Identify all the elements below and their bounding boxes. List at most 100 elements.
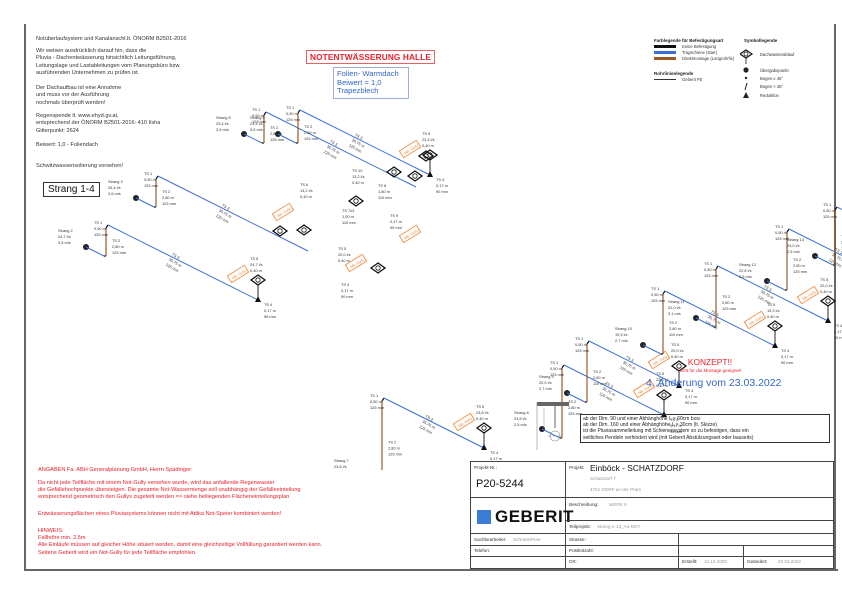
engineer-value: Schrank/Peer xyxy=(513,537,541,542)
legend-item: Geberit PE xyxy=(654,76,702,82)
label-text: 23,4 l/s xyxy=(422,137,435,142)
label-text: 125 mm xyxy=(793,269,807,274)
ts5-label: TS 520,0 l/s0,40 m xyxy=(338,246,351,263)
label-text: 90 mm xyxy=(685,400,697,405)
revision-note: 4. Änderung vom 23.03.2022 xyxy=(646,377,782,389)
note-line: Gitterpunkt: 2624 xyxy=(36,127,79,134)
pipe-segment xyxy=(642,344,662,355)
tag-box xyxy=(743,310,767,330)
label-text: TS 1 xyxy=(575,336,583,341)
pipe-segment xyxy=(299,109,431,176)
red-note-2: Entwässerungsflächen eines Pluviasystems… xyxy=(38,511,282,517)
pipe-segment xyxy=(383,397,485,449)
pipe-segment xyxy=(588,340,680,387)
label-text: 35,75 m xyxy=(168,257,183,268)
emergency-gully-tag: NB- Gully xyxy=(796,285,820,305)
hinweis-line: Seitens Geberit wird ein Not-Gully für j… xyxy=(38,549,197,556)
roof-drain-icon xyxy=(819,295,837,307)
emergency-gully-tag: NB- Gully xyxy=(226,264,250,284)
label-text: 125 mm xyxy=(651,298,665,303)
modified-date: 23.03.2022 xyxy=(778,559,801,564)
project-cell: Projekt: Einböck - SCHATZDORF Schatzdorf… xyxy=(566,462,833,498)
red-note-line: Da nicht jede Teilfläche mit einem Not-G… xyxy=(38,480,275,486)
label-text: TS 5 xyxy=(671,342,679,347)
pipe-segment xyxy=(135,197,155,208)
label-text: 0,50 m xyxy=(94,226,106,231)
description-cell: Beschreibung: WERK II xyxy=(566,498,833,521)
pipe-segment xyxy=(566,392,586,403)
note-line: entsprechend der ÖNORM B2501-2016: 410 l… xyxy=(36,120,161,127)
drawing-frame xyxy=(24,24,838,571)
label-text: TS 4 xyxy=(436,177,445,182)
label-text: 0,50 m xyxy=(286,111,298,116)
note-line: Leitungslage und Lastableitungen vom Pla… xyxy=(36,62,181,69)
bend xyxy=(297,109,301,114)
label-text: 2,7 m/s xyxy=(615,338,628,343)
label-text: 0,17 m xyxy=(781,354,793,359)
label-text: 125 mm xyxy=(162,201,176,206)
pipe-segment xyxy=(664,290,776,347)
label-text: 0,50 m xyxy=(550,366,562,371)
label-text: TS 2 xyxy=(388,440,396,445)
bend xyxy=(662,290,666,295)
symbol-label: Übergabepunkt xyxy=(760,68,789,73)
roof-drain-icon xyxy=(375,265,381,271)
tag-box xyxy=(271,202,295,222)
emergency-gully-tag: NB- Gully xyxy=(452,412,476,432)
label-text: 125 mm xyxy=(144,183,158,188)
strang-label: Strang 523,4 l/s3,5 m/s xyxy=(250,115,265,132)
brand-name: GEBERIT xyxy=(495,507,575,526)
bend xyxy=(561,364,565,369)
label-text: 20,0 l/s xyxy=(338,252,351,257)
label-text: TS 3 xyxy=(329,139,339,147)
roof-drain-icon xyxy=(417,150,435,162)
label-text: TS 5 xyxy=(338,246,346,251)
label-text: 0,17 m xyxy=(670,423,682,428)
legend-title: Farblegende für Befestigungsart xyxy=(654,38,724,43)
label-text: 35,75 m xyxy=(218,208,233,219)
pipe-segment xyxy=(243,133,263,144)
label-text: 0,40 m xyxy=(767,314,779,319)
label-text: 0,50 m xyxy=(575,342,587,347)
info-line: ab der Dim. 160 und einer Abhänghöhe L >… xyxy=(583,422,717,429)
emergency-gully-tag: NB- Gully xyxy=(398,224,422,244)
label-text: TS 1 xyxy=(550,360,558,365)
label-text: 20,0 l/s xyxy=(671,348,684,353)
ts4-label: TS 40,17 m90 mm xyxy=(781,348,793,365)
label-text: TS 3 xyxy=(834,247,842,255)
note-paragraph-2: Der Dachaufbau ist eine Annahme und muss… xyxy=(36,85,121,107)
ts5-label: TS 523,8 l/s0,40 m xyxy=(476,404,489,421)
label-text: 0,17 m xyxy=(436,183,448,188)
project-number-cell: Projekt-Nr.: P20-5244 xyxy=(471,462,566,498)
label-text: TS 4 xyxy=(341,282,350,287)
label-text: 0,40 m xyxy=(422,143,434,148)
label-text: 19,3 l/s xyxy=(767,308,780,313)
label-text: 0,17 m xyxy=(490,456,502,461)
bend xyxy=(381,397,385,402)
tag-box xyxy=(796,285,820,305)
label-text: Strang 5 xyxy=(250,115,265,120)
subproject-value: Strang 1-13_A4-NOT xyxy=(597,524,641,529)
title-block: Projekt-Nr.: P20-5244 Projekt: Einböck -… xyxy=(470,461,834,569)
label-text: 110 mm xyxy=(342,220,356,225)
roof-drain-icon xyxy=(481,425,487,431)
label-text: TS 3 xyxy=(221,203,231,211)
label-text: 125 mm xyxy=(165,262,180,273)
tag-text: NB- Gully xyxy=(232,269,247,281)
label-text: 125 mm xyxy=(599,391,614,402)
note-line: ausführenden Unternehmen zu prüfen ist. xyxy=(36,69,140,76)
label-text: 2,6 m/s xyxy=(108,191,121,196)
label-text: TS 3 xyxy=(171,252,181,260)
red-note-line: die Gefällehochpunkte übersteigen. Die g… xyxy=(38,487,301,494)
pipe-segment xyxy=(85,246,105,257)
label-text: 2,7 m/s xyxy=(539,386,552,391)
drawing-title: NOTENTWÄSSERUNG HALLE xyxy=(306,50,436,64)
tag-text: NB- Gully xyxy=(350,258,365,270)
hanger-sketch-icon xyxy=(536,402,569,450)
